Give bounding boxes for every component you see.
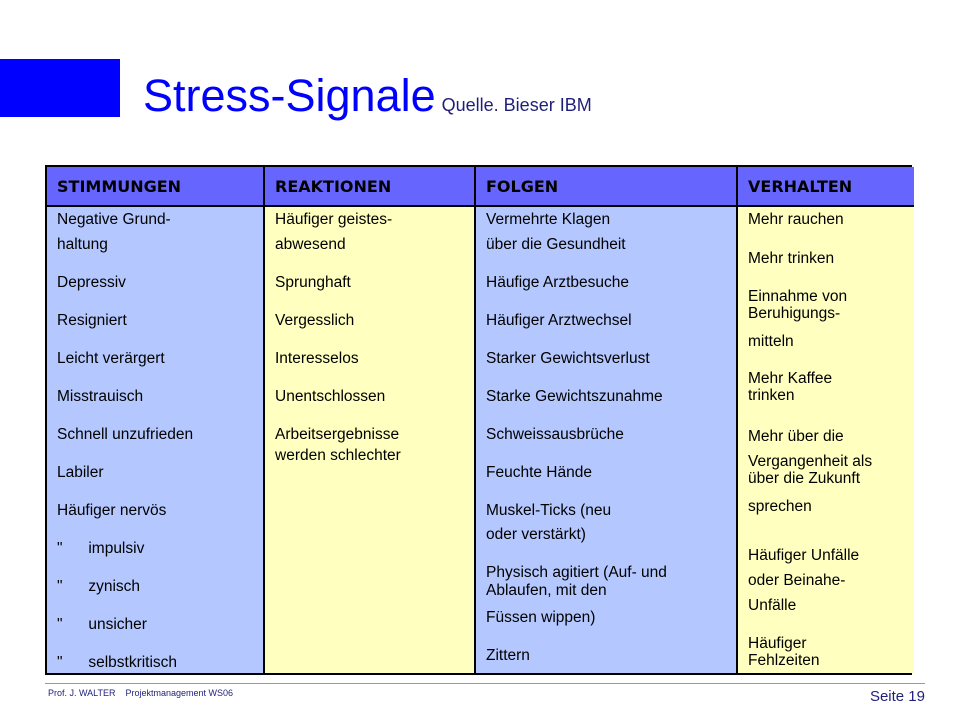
- list-item: trinken: [748, 387, 795, 404]
- list-item: Schweissausbrüche: [486, 426, 624, 443]
- title-source: Quelle. Bieser IBM: [441, 95, 592, 115]
- footer-course: Projektmanagement WS06: [125, 688, 234, 698]
- list-item: Füssen wippen): [486, 609, 596, 626]
- header-verhalten: VERHALTEN: [738, 167, 914, 207]
- list-item: Misstrauisch: [57, 388, 144, 405]
- list-item: Mehr trinken: [748, 250, 835, 267]
- list-item: Labiler: [57, 464, 104, 481]
- list-item: Beruhigungs-: [748, 305, 841, 322]
- list-item: Häufiger Arztwechsel: [486, 312, 632, 329]
- list-item: Häufige Arztbesuche: [486, 274, 630, 291]
- list-item: Starke Gewichtszunahme: [486, 388, 663, 405]
- list-item: oder Beinahe-: [748, 572, 846, 589]
- list-item: " selbstkritisch: [57, 654, 178, 671]
- list-item: Interesselos: [275, 350, 359, 367]
- list-item: über die Gesundheit: [486, 236, 626, 253]
- list-item: " unsicher: [57, 616, 147, 633]
- list-item: Vergesslich: [275, 312, 355, 329]
- header-stimmungen: STIMMUNGEN: [47, 167, 263, 207]
- list-item: Häufiger nervös: [57, 502, 167, 519]
- header-reaktionen: REAKTIONEN: [265, 167, 474, 207]
- list-item: Muskel-Ticks (neu: [486, 502, 612, 519]
- footer-credits: Prof. J. WALTER Projektmanagement WS06: [48, 688, 233, 698]
- list-item: Häufiger Unfälle: [748, 547, 860, 564]
- header-folgen: FOLGEN: [476, 167, 736, 207]
- column-folgen: Vermehrte Klagen über die Gesundheit Häu…: [476, 207, 736, 673]
- footer-divider: [45, 683, 925, 684]
- list-item: Leicht verärgert: [57, 350, 165, 367]
- list-item: Zittern: [486, 647, 530, 664]
- badge-line-1: Projekt-: [9, 128, 54, 139]
- list-item: Einnahme von: [748, 288, 848, 305]
- column-verhalten: Mehr rauchen Mehr trinken Einnahme von B…: [738, 207, 914, 673]
- list-item: haltung: [57, 236, 108, 253]
- list-item: " zynisch: [57, 578, 141, 595]
- list-item: Physisch agitiert (Auf- und: [486, 564, 667, 581]
- list-item: Feuchte Hände: [486, 464, 592, 481]
- list-item: oder verstärkt): [486, 526, 586, 543]
- footer-author: Prof. J. WALTER: [48, 688, 116, 698]
- title-main: Stress-Signale: [143, 70, 436, 121]
- column-stimmungen: Negative Grund- haltung Depressiv Resign…: [47, 207, 263, 673]
- list-item: Ablaufen, mit den: [486, 582, 607, 599]
- page-number: Seite 19: [869, 688, 925, 705]
- list-item: Häufiger geistes-: [275, 211, 393, 228]
- list-item: Depressiv: [57, 274, 126, 291]
- list-item: mitteln: [748, 333, 794, 350]
- list-item: Mehr rauchen: [748, 211, 844, 228]
- list-item: Unentschlossen: [275, 388, 386, 405]
- list-item: abwesend: [275, 236, 346, 253]
- list-item: Häufiger: [748, 635, 807, 652]
- list-item: Vergangenheit als: [748, 453, 873, 470]
- list-item: Unfälle: [748, 597, 797, 614]
- course-badge: Projekt- management: [0, 59, 120, 151]
- list-item: sprechen: [748, 498, 812, 515]
- list-item: Sprunghaft: [275, 274, 351, 291]
- stress-signals-table: STIMMUNGEN REAKTIONEN FOLGEN VERHALTEN N…: [45, 165, 914, 675]
- list-item: Arbeitsergebnisse: [275, 426, 400, 443]
- list-item: werden schlechter: [275, 447, 401, 464]
- list-item: Resigniert: [57, 312, 127, 329]
- list-item: über die Zukunft: [748, 470, 861, 487]
- list-item: Starker Gewichtsverlust: [486, 350, 650, 367]
- list-item: Mehr Kaffee: [748, 370, 833, 387]
- list-item: Mehr über die: [748, 428, 844, 445]
- list-item: Negative Grund-: [57, 211, 171, 228]
- list-item: Vermehrte Klagen: [486, 211, 611, 228]
- column-reaktionen: Häufiger geistes- abwesend Sprunghaft Ve…: [265, 207, 474, 673]
- list-item: Fehlzeiten: [748, 652, 820, 669]
- badge-line-2: management: [9, 140, 84, 151]
- list-item: " impulsiv: [57, 540, 145, 557]
- list-item: Schnell unzufrieden: [57, 426, 194, 443]
